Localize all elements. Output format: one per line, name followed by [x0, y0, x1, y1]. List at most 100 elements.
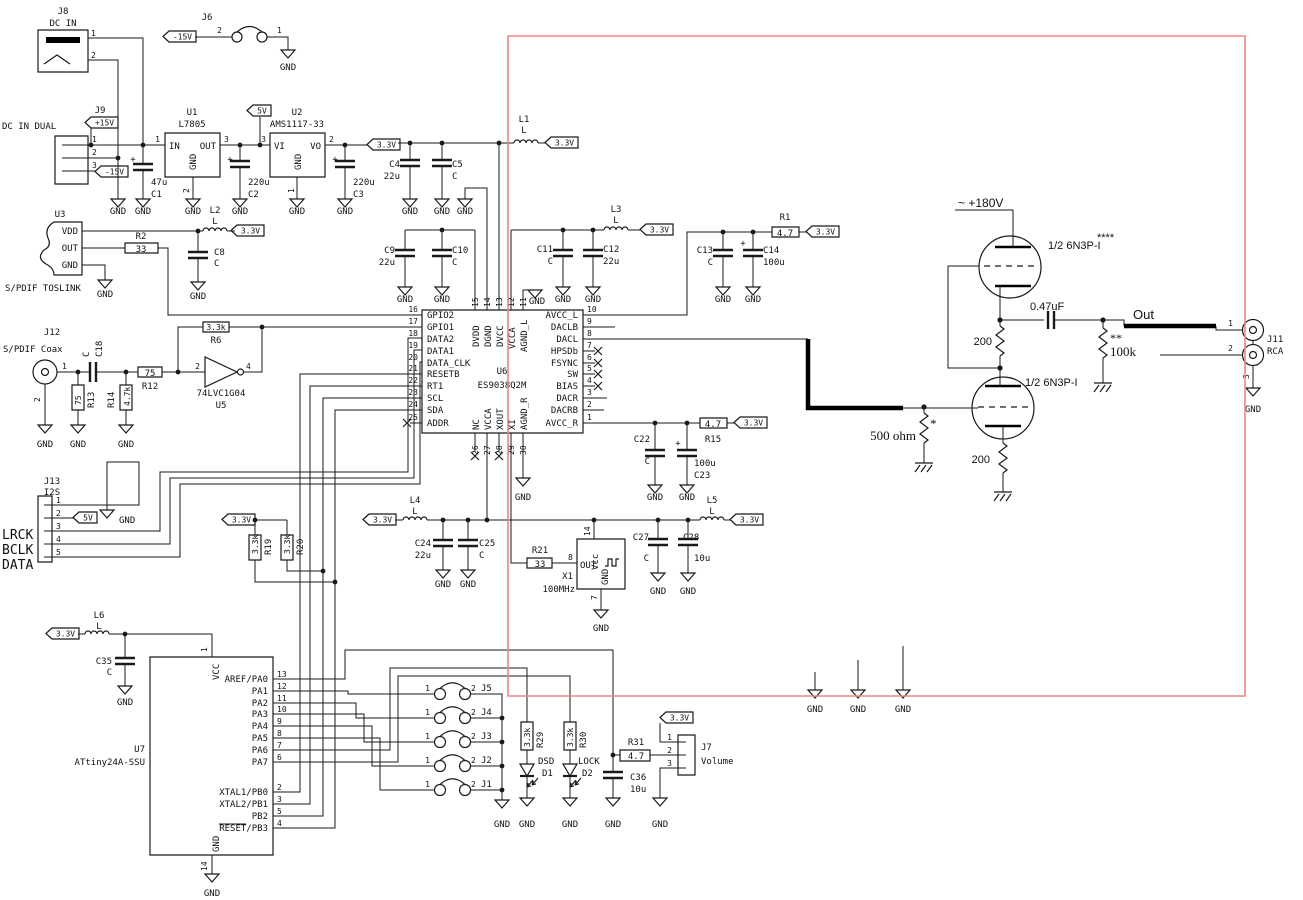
- schematic-label: GND: [593, 624, 609, 634]
- schematic-label: R31: [628, 738, 644, 748]
- schematic-label: 500 ohm: [870, 428, 916, 443]
- resistor-200-upper: [995, 325, 1005, 357]
- power-tag: 3.3V: [544, 136, 579, 149]
- connector-j8-dc-in: [38, 30, 88, 72]
- schematic-label: 3.3k: [206, 323, 225, 332]
- schematic-label: DSD: [538, 757, 554, 767]
- schematic-label: R14: [107, 392, 117, 408]
- schematic-label: 1: [587, 413, 592, 422]
- schematic-label: GND: [562, 820, 578, 830]
- power-tag-label: 3.3V: [744, 419, 763, 428]
- schematic-label: C: [645, 457, 650, 467]
- schematic-label: NC: [472, 419, 482, 430]
- connector-j12-coax: [33, 360, 57, 384]
- wire-dac-right: [583, 232, 808, 485]
- schematic-label: S/PDIF TOSLINK: [5, 284, 81, 294]
- schematic-label: 33: [535, 560, 546, 570]
- schematic-label: J6: [202, 13, 213, 23]
- schematic-label: 200: [974, 336, 992, 348]
- schematic-label: 1: [277, 26, 282, 35]
- schematic-label: GND: [807, 705, 823, 715]
- schematic-label: R1: [780, 213, 791, 223]
- power-tag: 5V: [72, 511, 98, 524]
- schematic-label: XI: [508, 419, 518, 430]
- schematic-label: U6: [497, 367, 508, 377]
- schematic-label: GND: [529, 297, 545, 307]
- schematic-label: 4.7: [777, 229, 793, 239]
- schematic-label: GND: [601, 569, 611, 585]
- schematic-label: DACLB: [551, 323, 578, 333]
- schematic-label: 15: [471, 297, 480, 307]
- ic-u6-es9038q2m: [422, 310, 583, 433]
- wire-power-section: [88, 37, 545, 310]
- schematic-label: C9: [384, 246, 395, 256]
- schematic-label: 100u: [763, 258, 785, 268]
- schematic-label: J7: [701, 743, 712, 753]
- schematic-label: 4.7: [628, 752, 644, 762]
- schematic-label: 2: [471, 684, 476, 693]
- power-tag-label: 3.3V: [373, 516, 392, 525]
- schematic-label: 1: [92, 135, 97, 144]
- schematic-label: 11: [519, 297, 528, 307]
- schematic-label: 18: [408, 329, 418, 338]
- schematic-label: RT1: [427, 382, 443, 392]
- schematic-label: 22u: [603, 257, 619, 267]
- schematic-label: GND: [519, 820, 535, 830]
- schematic-label: C3: [353, 190, 364, 200]
- schematic-label: 22u: [384, 172, 400, 182]
- tube-upper-6n3p: [979, 236, 1041, 298]
- schematic-label: AGND_L: [520, 319, 530, 352]
- schematic-label: 1: [425, 684, 430, 693]
- schematic-label: DGND: [484, 325, 494, 347]
- connector-j9-dc-in-dual: [55, 136, 88, 184]
- schematic-label: J5: [481, 684, 492, 694]
- ic-u1-l7805: [165, 133, 220, 177]
- schematic-label: R29: [536, 732, 546, 748]
- connector-u3-toslink: [40, 222, 82, 275]
- schematic-label: OUT: [580, 561, 597, 571]
- schematic-label: L4: [410, 496, 421, 506]
- schematic-label: PA7: [252, 758, 268, 768]
- schematic-label: GND: [494, 820, 510, 830]
- power-tag: 3.3V: [639, 223, 674, 236]
- schematic-label: GND: [397, 295, 413, 305]
- schematic-label: C: [548, 257, 553, 267]
- schematic-label: L3: [611, 205, 622, 215]
- schematic-label: 4: [56, 535, 61, 544]
- schematic-label: LRCK: [2, 528, 33, 543]
- schematic-label: ~ +180V: [958, 196, 1003, 210]
- power-tag: 3.3V: [230, 224, 265, 237]
- schematic-label: J11: [1267, 335, 1283, 345]
- schematic-label: 2: [217, 26, 222, 35]
- schematic-label: C18: [95, 341, 105, 357]
- schematic-label: DVDD: [472, 325, 482, 347]
- schematic-label: 33: [136, 245, 147, 255]
- wire-spdif-section: [45, 231, 422, 425]
- power-tag: 3.3V: [659, 711, 694, 724]
- power-tag: 3.3V: [733, 416, 768, 429]
- power-tag-label: 3.3V: [670, 714, 689, 723]
- schematic-label: 1/2 6N3P-I: [1025, 377, 1078, 389]
- power-tag-outline: [162, 30, 197, 43]
- schematic-label: L: [412, 507, 417, 517]
- schematic-label: ADDR: [427, 419, 449, 429]
- resistor-100k: [1098, 327, 1108, 359]
- power-tag-label: 5V: [257, 107, 267, 116]
- schematic-label: HPSDb: [551, 347, 578, 357]
- schematic-label: 2: [92, 148, 97, 157]
- schematic-label: LOCK: [578, 757, 600, 767]
- schematic-label: 220u: [248, 178, 270, 188]
- schematic-label: J4: [481, 708, 492, 718]
- schematic-label: 24: [408, 400, 418, 409]
- capacitor-plates: [113, 158, 765, 780]
- schematic-label: GND: [434, 207, 450, 217]
- schematic-label: 3.3k: [523, 728, 532, 747]
- schematic-label: GND: [745, 295, 761, 305]
- selection-rectangle[interactable]: [508, 36, 1245, 696]
- schematic-label: L5: [707, 496, 718, 506]
- inductors: [85, 140, 724, 634]
- power-tag-outline: [805, 225, 840, 238]
- resistor-500ohm: [919, 412, 929, 444]
- schematic-label: 3: [587, 388, 592, 397]
